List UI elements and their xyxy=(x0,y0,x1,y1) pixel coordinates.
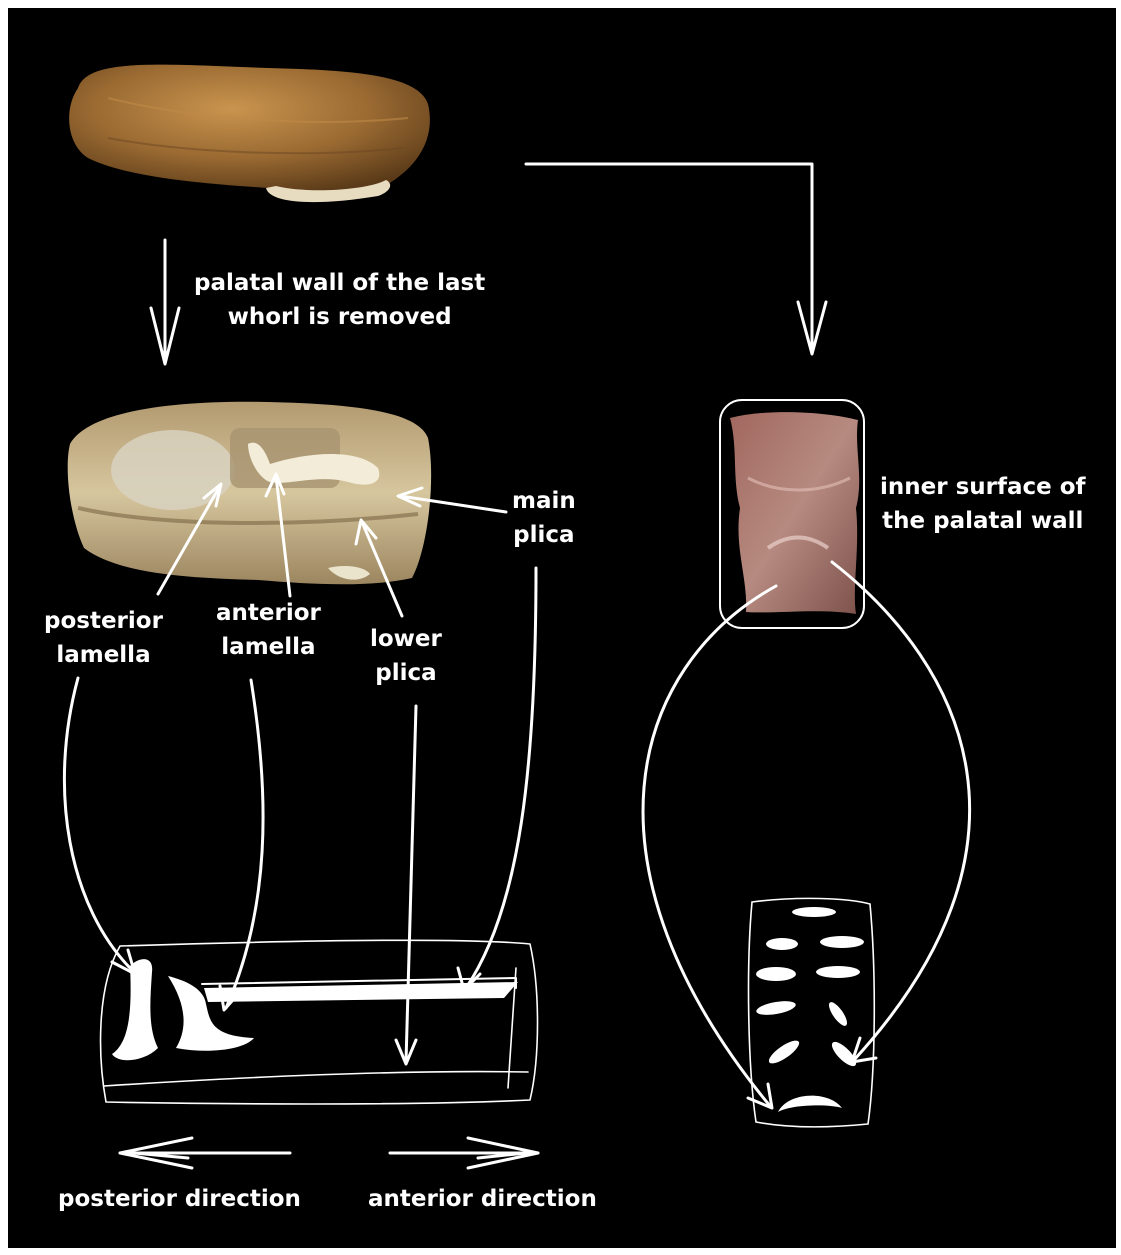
posterior-lamella-label: posterior lamella xyxy=(44,604,163,672)
lower-plica-down-arrow xyxy=(396,706,416,1064)
posterior-direction-arrow xyxy=(120,1138,290,1168)
main-plica-label: main plica xyxy=(512,484,576,552)
posterior-direction-label: posterior direction xyxy=(58,1182,301,1216)
posterior-lamella-curve-arrow xyxy=(64,678,135,974)
anterior-lamella-label: anterior lamella xyxy=(216,596,321,664)
palatal-wall-image xyxy=(730,412,859,614)
removal-step-label: palatal wall of the last whorl is remove… xyxy=(194,266,485,334)
lower-plica-label: lower plica xyxy=(370,622,442,690)
palatal-left-curve-arrow xyxy=(643,586,776,1108)
intact-shell-image xyxy=(69,65,430,202)
anterior-direction-arrow xyxy=(390,1138,538,1168)
figure-canvas: palatal wall of the last whorl is remove… xyxy=(8,8,1116,1248)
schematic-anterior-lamella xyxy=(168,976,254,1051)
main-plica-curve-arrow xyxy=(458,568,536,990)
palatal-right-curve-arrow xyxy=(832,562,970,1062)
removal-down-arrow xyxy=(151,240,179,364)
schematic-main-plica-fill xyxy=(204,982,518,1002)
inner-surface-label: inner surface of the palatal wall xyxy=(880,470,1086,538)
anterior-lamella-curve-arrow xyxy=(220,680,263,1010)
schematic-posterior-lamella xyxy=(112,959,158,1060)
palatal-wall-elbow-arrow xyxy=(526,164,826,354)
diagram-art xyxy=(8,8,1116,1248)
schematic-palatal-blobs xyxy=(755,907,864,1112)
schematic-lamellae-box xyxy=(101,940,538,1104)
anterior-direction-label: anterior direction xyxy=(368,1182,597,1216)
